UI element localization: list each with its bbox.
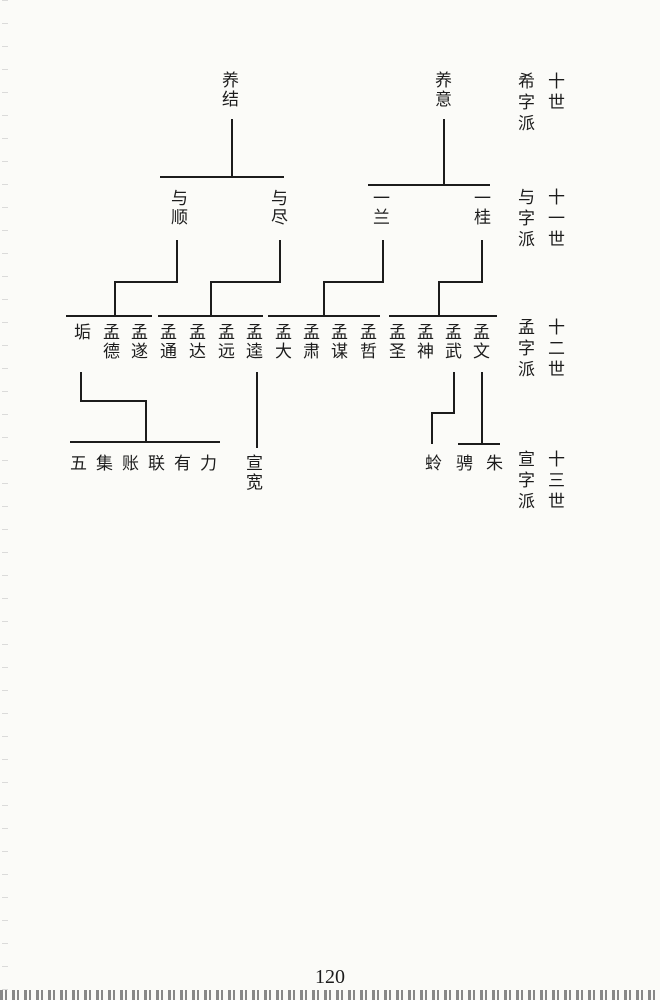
- tree-line: [80, 400, 147, 402]
- person-mengda2: 孟大: [275, 323, 292, 362]
- tree-line: [66, 315, 152, 317]
- tree-line: [176, 240, 178, 283]
- generation-number: 十一世: [548, 188, 565, 250]
- person-ji: 集: [96, 454, 113, 474]
- person-mengyuan: 孟远: [218, 323, 235, 362]
- tree-line: [323, 281, 325, 316]
- tree-line: [210, 281, 212, 316]
- person-mengkui: 孟逵: [246, 323, 263, 362]
- tree-line: [382, 240, 384, 283]
- page-number: 120: [315, 966, 345, 988]
- person-mengde: 孟德: [103, 323, 120, 362]
- tree-line: [453, 372, 455, 414]
- person-yujin: 与尽: [271, 189, 288, 228]
- tree-line: [70, 441, 220, 443]
- tree-line: [458, 443, 500, 445]
- person-mengtong: 孟通: [160, 323, 177, 362]
- generation-pai: 孟字派: [518, 318, 535, 380]
- tree-line: [431, 412, 433, 444]
- tree-line: [389, 315, 497, 317]
- person-mengsheng: 孟圣: [389, 323, 406, 362]
- tree-line: [114, 281, 116, 316]
- person-mengwu: 孟武: [445, 323, 462, 362]
- person-mengzhe: 孟哲: [360, 323, 377, 362]
- person-xuankuan: 宣宽: [246, 454, 263, 493]
- person-mengmou: 孟谋: [331, 323, 348, 362]
- person-yilan: 一兰: [373, 189, 390, 228]
- generation-number: 十三世: [548, 450, 565, 512]
- tree-line: [431, 412, 455, 414]
- person-li: 力: [200, 454, 217, 474]
- tree-line: [438, 281, 440, 316]
- person-yangyi: 养意: [435, 71, 452, 110]
- tree-line: [256, 372, 258, 448]
- tree-line: [114, 281, 178, 283]
- tree-line: [210, 281, 281, 283]
- person-lian: 联: [148, 454, 165, 474]
- tree-line: [443, 119, 445, 184]
- tree-line: [481, 372, 483, 443]
- tree-line: [481, 240, 483, 283]
- person-mengshen: 孟神: [417, 323, 434, 362]
- generation-number: 十世: [548, 72, 565, 113]
- generation-pai: 宣字派: [518, 450, 535, 512]
- tree-line: [145, 400, 147, 442]
- generation-pai: 与字派: [518, 188, 535, 250]
- tree-line: [80, 372, 82, 402]
- scan-margin-specks: [2, 0, 8, 1000]
- person-cheng: 骋: [456, 454, 473, 474]
- person-yigui: 一桂: [474, 189, 491, 228]
- tree-line: [438, 281, 483, 283]
- tree-line: [231, 119, 233, 176]
- tree-line: [323, 281, 384, 283]
- person-ling: 蛉: [425, 454, 442, 474]
- person-zhang: 账: [122, 454, 139, 474]
- tree-line: [160, 176, 284, 178]
- person-yangjie: 养结: [222, 71, 239, 110]
- generation-number: 十二世: [548, 318, 565, 380]
- tree-line: [279, 240, 281, 283]
- person-mengda: 孟达: [189, 323, 206, 362]
- person-zhu: 朱: [486, 454, 503, 474]
- person-you: 有: [174, 454, 191, 474]
- person-mengsui: 孟遂: [131, 323, 148, 362]
- tree-line: [268, 315, 380, 317]
- scan-bottom-edge: [0, 990, 660, 1000]
- generation-pai: 希字派: [518, 72, 535, 134]
- person-mengwen: 孟文: [473, 323, 490, 362]
- tree-line: [158, 315, 263, 317]
- tree-line: [368, 184, 490, 186]
- person-yushun: 与顺: [171, 189, 188, 228]
- person-wu: 五: [70, 454, 87, 474]
- person-mengsu: 孟肃: [303, 323, 320, 362]
- person-gou: 垢: [74, 323, 91, 343]
